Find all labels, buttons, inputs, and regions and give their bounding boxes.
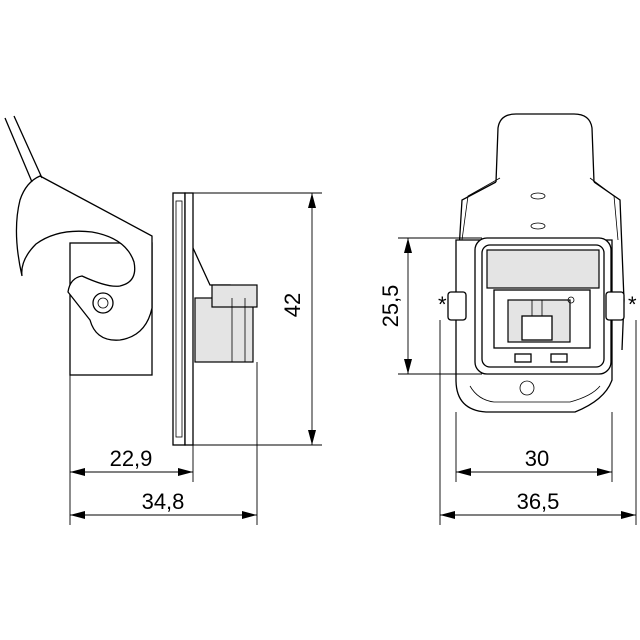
dim-label-inner-width: 30 (525, 446, 549, 471)
arrow-icon (242, 511, 257, 519)
cap-arm-left-inner (461, 177, 501, 241)
side-view: 42 22,9 34,8 (4, 115, 322, 525)
jack-foot (514, 353, 532, 363)
lever-strap (4, 117, 33, 183)
arrow-icon (308, 430, 316, 445)
arrow-icon (70, 468, 85, 476)
hinge-right (605, 291, 625, 321)
front-housing-edge (184, 192, 194, 446)
dim-label-opening: 25,5 (378, 285, 403, 328)
hinge-pin-inner (97, 297, 109, 309)
housing-lower-curve (469, 385, 601, 403)
port-top-recess (486, 249, 600, 289)
arrow-icon (404, 238, 412, 253)
asterisk-icon: * (438, 292, 447, 317)
dim-label-height: 42 (280, 293, 305, 317)
arrow-icon (597, 468, 612, 476)
hood-slot (530, 222, 546, 230)
jack-foot (550, 353, 568, 363)
dim-label-outer-width: 36,5 (517, 489, 560, 514)
arrow-icon (456, 468, 471, 476)
dim-label-front-depth: 22,9 (110, 446, 153, 471)
rj45-insert (194, 297, 254, 363)
screw-icon (567, 296, 575, 304)
flange-inner-line (175, 200, 183, 438)
hood-slot (530, 192, 546, 200)
cap-arm-right-inner (589, 177, 619, 241)
cap-hood (495, 113, 595, 183)
indicator-hole (519, 380, 535, 396)
insert-top (211, 284, 258, 308)
mounting-flange (172, 192, 186, 446)
dim-label-total-depth: 34,8 (142, 489, 185, 514)
asterisk-icon: * (628, 292, 637, 317)
hinge-pin (92, 292, 114, 314)
arrow-icon (70, 511, 85, 519)
hinge-left (447, 291, 467, 321)
lever-strap-2 (13, 115, 43, 179)
arrow-icon (178, 468, 193, 476)
arrow-icon (404, 359, 412, 374)
arrow-icon (440, 511, 455, 519)
dust-cap-lever (15, 175, 153, 341)
front-view: * * 25,5 30 36,5 (378, 113, 637, 525)
arrow-icon (308, 193, 316, 208)
jack-latch (521, 315, 553, 341)
arrow-icon (621, 511, 636, 519)
